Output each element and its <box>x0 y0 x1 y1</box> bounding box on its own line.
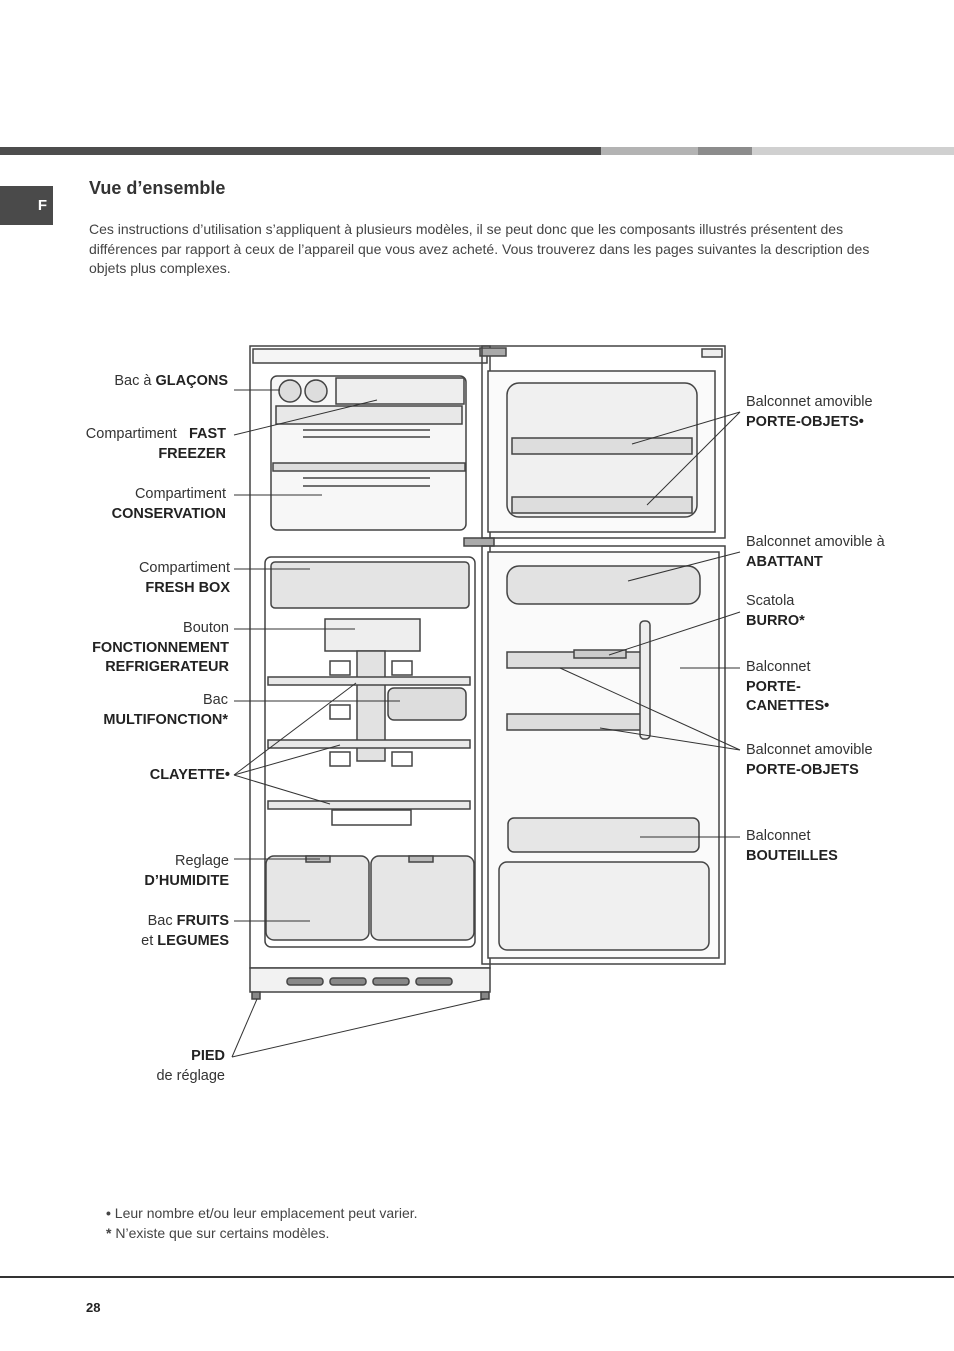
bullet-mark: • <box>824 698 830 714</box>
label-text-bold: REFRIGERATEUR <box>105 659 229 675</box>
label-text-bold: CLAYETTE <box>149 767 225 783</box>
label-bac-multifonction: Bac MULTIFONCTION* <box>103 691 228 730</box>
label-text: Compartiment <box>134 486 226 502</box>
label-text-bold: BOUTEILLES <box>746 847 838 864</box>
label-porte-objets-bottom: Balconnet amovible PORTE-OBJETS <box>746 741 873 780</box>
bullet-mark: • <box>106 1205 111 1221</box>
label-bac-glacons: Bac à GLAÇONS <box>114 372 228 392</box>
asterisk-mark: * <box>222 711 228 728</box>
asterisk-mark: * <box>106 1225 112 1241</box>
label-text-bold: FAST <box>188 426 226 442</box>
label-text: Balconnet <box>746 828 811 844</box>
label-text: Balconnet amovible à <box>746 534 885 550</box>
footnote-text: N’existe que sur certains modèles. <box>115 1225 330 1241</box>
label-fast-freezer: Compartiment FAST FREEZER <box>86 425 226 464</box>
label-reglage-humidite: Reglage D’HUMIDITE <box>144 852 229 891</box>
label-text: Compartiment <box>138 560 230 576</box>
label-text: Bouton <box>183 620 229 636</box>
label-bac-fruits-legumes: Bac FRUITS et LEGUMES <box>141 912 229 951</box>
label-text-bold: FONCTIONNEMENT <box>92 639 229 656</box>
label-text: Bac à <box>114 373 156 389</box>
label-text: Compartiment <box>85 426 177 442</box>
label-text-bold: FREEZER <box>158 445 226 462</box>
label-text-bold: PIED <box>191 1048 225 1064</box>
label-text: Bac <box>147 913 177 929</box>
label-text-bold: MULTIFONCTION <box>103 711 223 728</box>
label-text-bold: PORTE-OBJETS <box>746 761 859 778</box>
header-bar-pale <box>752 147 954 155</box>
label-text: et <box>141 932 158 949</box>
label-text-bold: PORTE- <box>746 678 801 695</box>
label-porte-canettes: Balconnet PORTE- CANETTES• <box>746 658 829 717</box>
label-text-bold: D’HUMIDITE <box>144 872 229 889</box>
language-tab: F <box>0 186 53 225</box>
footnote-asterisk: * N’existe que sur certains modèles. <box>106 1225 329 1241</box>
footnote-bullet: • Leur nombre et/ou leur emplacement peu… <box>106 1205 418 1221</box>
label-text-bold: CANETTES <box>746 698 825 714</box>
header-bar-mid <box>698 147 752 155</box>
label-text-bold: GLAÇONS <box>155 373 229 389</box>
label-text: Scatola <box>746 593 795 609</box>
label-conservation: Compartiment CONSERVATION <box>112 485 226 524</box>
asterisk-mark: * <box>799 612 805 629</box>
label-text-bold: ABATTANT <box>746 553 823 570</box>
label-text: Reglage <box>174 853 229 869</box>
header-bar-dark <box>0 147 601 155</box>
label-bouteilles: Balconnet BOUTEILLES <box>746 827 838 866</box>
label-text-bold: BURRO <box>746 612 800 629</box>
label-text: Balconnet <box>746 659 811 675</box>
label-clayette: CLAYETTE• <box>150 766 230 786</box>
footnote-text: Leur nombre et/ou leur emplacement peut … <box>114 1205 418 1221</box>
label-text-bold: FRESH BOX <box>145 579 230 596</box>
bullet-mark: • <box>858 413 864 430</box>
label-text-bold: FRUITS <box>176 913 229 929</box>
label-text: Balconnet amovible <box>746 394 873 410</box>
label-fresh-box: Compartiment FRESH BOX <box>139 559 230 598</box>
section-title: Vue d’ensemble <box>89 178 226 198</box>
intro-paragraph: Ces instructions d’utilisation s’appliqu… <box>89 221 870 276</box>
label-porte-objets-top: Balconnet amovible PORTE-OBJETS• <box>746 393 873 432</box>
label-text: de réglage <box>156 1067 225 1084</box>
label-text: Balconnet amovible <box>746 742 873 758</box>
label-pied-reglage: PIED de réglage <box>156 1047 225 1086</box>
label-text: Bac <box>203 692 228 708</box>
bullet-mark: • <box>224 767 230 783</box>
label-text-bold: LEGUMES <box>157 932 229 949</box>
label-scatola-burro: Scatola BURRO* <box>746 592 805 631</box>
label-text-bold: CONSERVATION <box>111 505 226 522</box>
footer-rule <box>0 1276 954 1278</box>
label-text-bold: PORTE-OBJETS <box>746 413 859 430</box>
header-bar-light <box>601 147 698 155</box>
page-number: 28 <box>86 1300 101 1315</box>
label-abattant: Balconnet amovible à ABATTANT <box>746 533 885 572</box>
label-bouton-fonctionnement: Bouton FONCTIONNEMENT REFRIGERATEUR <box>92 619 229 678</box>
